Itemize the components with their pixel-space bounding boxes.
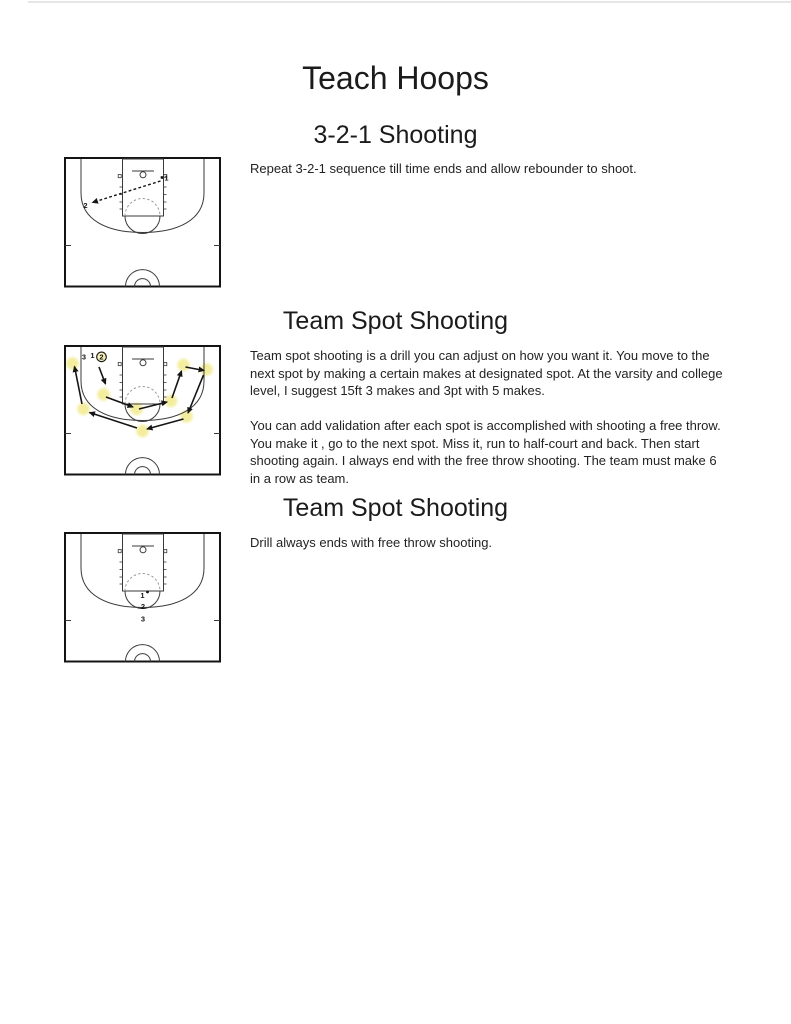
pass-arrow — [91, 180, 161, 204]
page-top-divider — [28, 1, 791, 3]
player-label: 2 — [83, 201, 87, 210]
shooting-spot-highlight — [136, 424, 149, 438]
free-throw-circle-dashed — [124, 386, 161, 405]
player-label: 3 — [82, 353, 86, 362]
movement-arrow — [185, 366, 205, 373]
ball-icon — [146, 590, 149, 594]
free-throw-circle-solid — [124, 403, 161, 422]
paragraph: You can add validation after each spot i… — [250, 418, 721, 486]
court-diagram-321-shooting: 12 — [64, 157, 221, 288]
shooting-spot-highlight — [200, 363, 213, 376]
player-label: 1 — [164, 174, 168, 183]
three-point-line — [80, 534, 205, 609]
section-text-321-shooting: Repeat 3-2-1 sequence till time ends and… — [250, 160, 785, 195]
rim — [139, 171, 147, 179]
center-circle-inner — [134, 653, 151, 662]
player-label-circle — [96, 351, 107, 363]
free-throw-circle-solid — [124, 590, 161, 609]
player-label: 1 — [140, 591, 144, 600]
movement-arrow — [138, 400, 168, 410]
center-circle-inner — [134, 278, 151, 287]
shooting-spot-highlight — [180, 410, 193, 423]
center-circle-outer — [125, 269, 160, 287]
rim — [139, 359, 147, 367]
section-heading-team-spot-shooting: Team Spot Shooting — [282, 307, 509, 335]
court-border — [64, 532, 221, 663]
shooting-spot-highlight — [66, 357, 79, 370]
player-label: 3 — [141, 615, 145, 624]
three-point-line — [80, 347, 205, 422]
shooting-spot-highlight — [164, 394, 178, 408]
rim — [139, 546, 147, 554]
paragraph: Repeat 3-2-1 sequence till time ends and… — [250, 161, 637, 176]
center-circle-outer — [125, 457, 160, 475]
page-title: Teach Hoops — [302, 60, 489, 96]
movement-arrow — [72, 365, 83, 405]
center-circle-inner — [134, 466, 151, 475]
lane-key — [122, 533, 164, 592]
section-text-free-throw: Drill always ends with free throw shooti… — [250, 534, 785, 569]
block-marker-right — [163, 549, 168, 554]
free-throw-circle-solid — [124, 215, 161, 234]
shooting-spot-highlight — [77, 402, 90, 416]
court-border — [64, 345, 221, 476]
court-diagram-free-throw: 1 2 3 — [64, 532, 221, 663]
three-point-line — [80, 159, 205, 234]
movement-arrow — [88, 411, 138, 429]
block-marker-left — [117, 362, 122, 367]
movement-arrow — [171, 370, 183, 399]
section-text-team-spot-shooting: Team spot shooting is a drill you can ad… — [250, 347, 785, 505]
free-throw-circle-dashed — [124, 198, 161, 217]
movement-arrow — [105, 396, 134, 408]
court-border — [64, 157, 221, 288]
player-label: 1 — [90, 351, 94, 360]
ball-icon — [160, 176, 164, 179]
center-circle-outer — [125, 644, 160, 662]
player-label: 2 — [141, 602, 145, 611]
movement-arrow — [98, 366, 107, 385]
shooting-spot-highlight — [97, 388, 110, 401]
free-throw-circle-dashed — [124, 573, 161, 592]
block-marker-right — [163, 174, 168, 179]
block-marker-left — [117, 549, 122, 554]
block-marker-right — [163, 362, 168, 367]
movement-arrow — [187, 374, 205, 414]
section-heading-team-spot-shooting-2: Team Spot Shooting — [282, 494, 509, 522]
paragraph: Team spot shooting is a drill you can ad… — [250, 348, 723, 398]
paragraph: Drill always ends with free throw shooti… — [250, 535, 493, 550]
block-marker-left — [117, 174, 122, 179]
player-label: 2 — [99, 353, 103, 362]
movement-arrow — [146, 418, 184, 431]
lane-key — [122, 346, 164, 405]
section-heading-321-shooting: 3-2-1 Shooting — [313, 121, 478, 149]
lane-key — [122, 158, 164, 217]
shooting-spot-highlight — [177, 358, 190, 372]
